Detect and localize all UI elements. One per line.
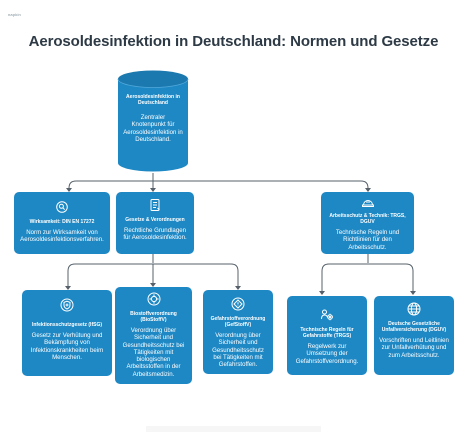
shield-plus-icon xyxy=(60,298,74,312)
node-description: Vorschriften und Leitlinien zur Unfallve… xyxy=(379,337,449,359)
node-label: Infektionsschutzgesetz (IfSG) xyxy=(31,322,102,328)
microbe-icon xyxy=(147,292,161,306)
node-label: Technische Regeln für Gefahrstoffe (TRGS… xyxy=(300,327,354,339)
node-din-en-17272: Wirksamkeit: DIN EN 17272 Norm zur Wirks… xyxy=(14,192,110,254)
hard-hat-icon xyxy=(361,196,375,210)
node-label: Gesetze & Verordnungen xyxy=(125,217,185,223)
node-description: Verordnung über Sicherheit und Gesundhei… xyxy=(212,332,264,369)
node-label: Arbeitsschutz & Technik: TRGS, DGUV xyxy=(329,213,406,225)
node-description: Technische Regeln und Richtlinien für de… xyxy=(335,229,400,251)
node-ifsg: Infektionsschutzgesetz (IfSG) Gesetz zur… xyxy=(22,290,112,376)
node-description: Norm zur Wirksamkeit von Aerosoldesinfek… xyxy=(20,229,104,244)
magnifier-icon xyxy=(55,200,69,214)
node-label: Wirksamkeit: DIN EN 17272 xyxy=(29,219,95,225)
globe-icon xyxy=(407,302,421,316)
root-description: Zentraler Knotenpunkt für Aerosoldesinfe… xyxy=(123,114,183,143)
page-title: Aerosoldesinfektion in Deutschland: Norm… xyxy=(28,33,439,50)
node-gefstoffv: Gefahrstoffverordnung (GefStoffV) Verord… xyxy=(203,290,273,374)
root-label: Aerosoldesinfektion in Deutschland xyxy=(126,94,180,106)
node-trgs: Technische Regeln für Gefahrstoffe (TRGS… xyxy=(287,296,367,375)
node-description: Rechtliche Grundlagen für Aerosoldesinfe… xyxy=(123,227,187,242)
node-label: Deutsche Gesetzliche Unfallversicherung … xyxy=(381,321,447,333)
hazard-diamond-icon xyxy=(231,297,245,311)
node-description: Gesetz zur Verhütung und Bekämpfung von … xyxy=(30,332,104,361)
node-label: Gefahrstoffverordnung (GefStoffV) xyxy=(210,316,266,328)
bottom-bar xyxy=(146,426,321,432)
node-gesetze-verordnungen: Gesetze & Verordnungen Rechtliche Grundl… xyxy=(116,192,194,254)
node-description: Verordnung über Sicherheit und Gesundhei… xyxy=(122,327,185,378)
gears-person-icon xyxy=(320,308,334,322)
node-label: Biostoffverordnung (BioStoffV) xyxy=(130,311,177,323)
node-biostoffv: Biostoffverordnung (BioStoffV) Verordnun… xyxy=(115,287,192,384)
cylinder-shape xyxy=(117,70,189,172)
root-node: Aerosoldesinfektion in Deutschland Zentr… xyxy=(117,70,189,173)
node-arbeitsschutz-technik: Arbeitsschutz & Technik: TRGS, DGUV Tech… xyxy=(321,192,414,254)
node-dguv: Deutsche Gesetzliche Unfallversicherung … xyxy=(374,296,454,375)
logo: napkin xyxy=(8,12,21,17)
document-list-icon xyxy=(148,198,162,212)
node-description: Regelwerk zur Umsetzung der Gefahrstoffv… xyxy=(295,343,359,365)
